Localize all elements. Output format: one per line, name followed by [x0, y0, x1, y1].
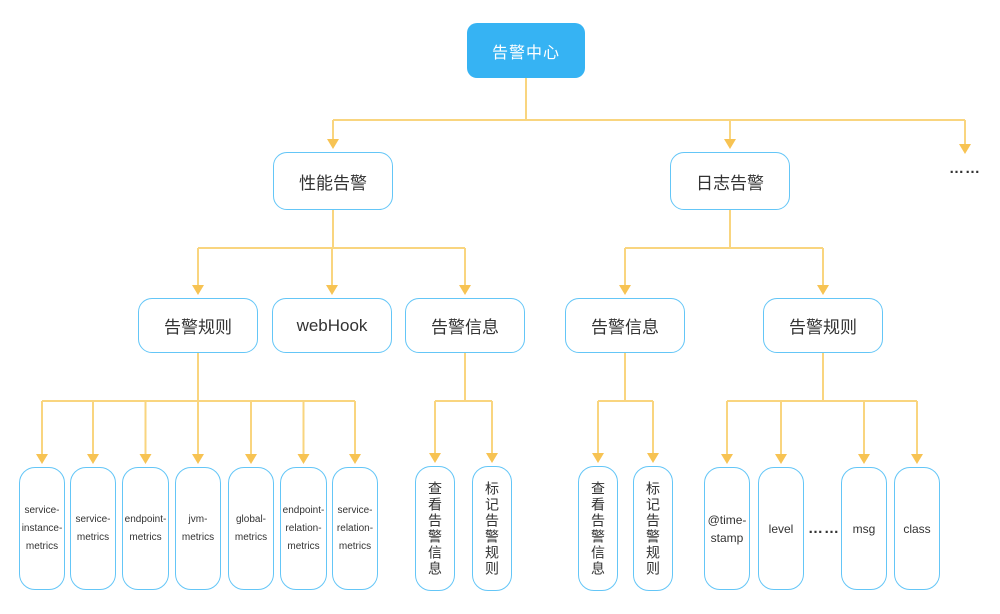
node-timestamp-field: @time-stamp: [704, 467, 750, 590]
arrowhead-icon: [297, 454, 310, 464]
node-log-info: 告警信息: [565, 298, 685, 353]
node-perf-webhook: webHook: [272, 298, 392, 353]
node-endpoint-relation-metrics: endpoint-relation-metrics: [280, 467, 327, 590]
arrowhead-icon: [959, 144, 971, 154]
node-class-field: class: [894, 467, 940, 590]
arrowhead-icon: [619, 285, 631, 295]
arrowhead-icon: [349, 454, 361, 464]
arrowhead-icon: [592, 453, 604, 463]
arrowhead-icon: [36, 454, 48, 464]
node-log-rules: 告警规则: [763, 298, 883, 353]
node-global-metrics: global-metrics: [228, 467, 274, 590]
node-more-fields: ……: [808, 519, 840, 537]
node-alert-center: 告警中心: [467, 23, 585, 78]
arrowhead-icon: [459, 285, 471, 295]
node-perf-rules: 告警规则: [138, 298, 258, 353]
node-log-view-alert-info: 查看告警信息: [578, 466, 618, 591]
arrowhead-icon: [139, 454, 152, 464]
arrowhead-icon: [775, 454, 787, 464]
arrowhead-icon: [87, 454, 99, 464]
arrowhead-icon: [192, 285, 204, 295]
arrowhead-icon: [858, 454, 870, 464]
node-jvm-metrics: jvm-metrics: [175, 467, 221, 590]
node-log-alert: 日志告警: [670, 152, 790, 210]
arrowhead-icon: [192, 454, 204, 464]
arrowhead-icon: [429, 453, 441, 463]
node-perf-info: 告警信息: [405, 298, 525, 353]
arrowhead-icon: [486, 453, 498, 463]
arrowhead-icon: [327, 139, 339, 149]
node-perf-mark-alert-rule: 标记告警规则: [472, 466, 512, 591]
arrowhead-icon: [724, 139, 736, 149]
node-endpoint-metrics: endpoint-metrics: [122, 467, 169, 590]
node-more-branches: ……: [949, 159, 981, 177]
arrowhead-icon: [721, 454, 733, 464]
tree-connector-path: [41, 78, 966, 455]
arrowhead-icon: [817, 285, 829, 295]
node-service-instance-metrics: service-instance-metrics: [19, 467, 65, 590]
node-service-relation-metrics: service-relation-metrics: [332, 467, 378, 590]
node-perf-view-alert-info: 查看告警信息: [415, 466, 455, 591]
arrowhead-icon: [245, 454, 257, 464]
arrowhead-icon: [326, 285, 338, 295]
node-service-metrics: service-metrics: [70, 467, 116, 590]
arrowhead-icon: [911, 454, 923, 464]
arrowhead-icon: [647, 453, 659, 463]
node-perf-alert: 性能告警: [273, 152, 393, 210]
node-log-mark-alert-rule: 标记告警规则: [633, 466, 673, 591]
node-level-field: level: [758, 467, 804, 590]
node-msg-field: msg: [841, 467, 887, 590]
